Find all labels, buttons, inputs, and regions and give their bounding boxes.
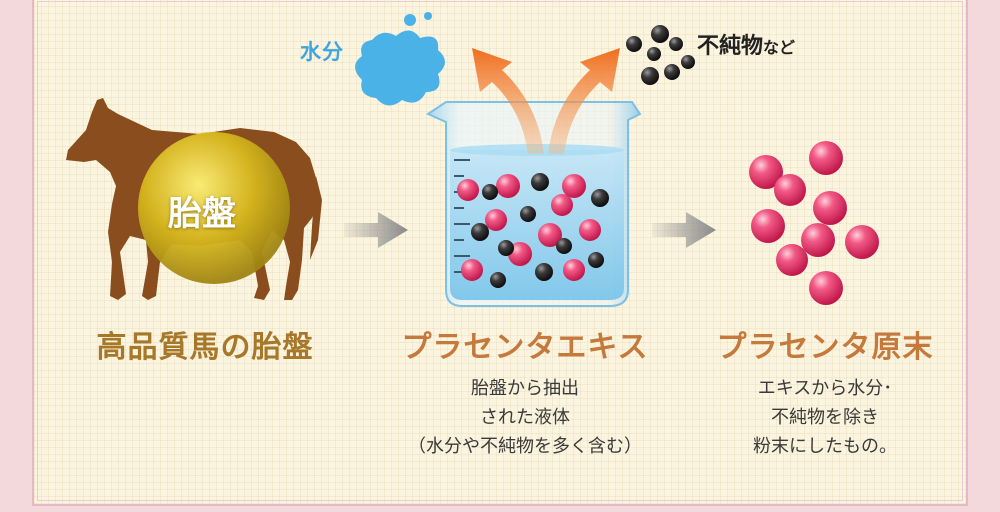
placenta-ball — [138, 132, 290, 284]
impurity-particles — [626, 25, 695, 85]
water-label: 水分 — [300, 40, 344, 64]
stage-heading-horse: 高品質馬の胎盤 — [96, 330, 314, 365]
beaker-icon — [425, 101, 642, 307]
description-line: 胎盤から抽出 — [471, 378, 579, 399]
stage-heading-extract: プラセンタエキス — [401, 330, 649, 365]
impurity-label-suffix: など — [763, 38, 796, 57]
panel-inner-border — [37, 1, 963, 501]
evaporation-arrow-icon — [548, 48, 620, 154]
description-line: （水分や不純物を多く含む） — [408, 436, 642, 457]
placenta-label: 胎盤 — [168, 194, 236, 234]
flow-arrow-icon — [344, 212, 408, 248]
water-splash-icon — [355, 12, 445, 106]
flow-arrow-icon — [652, 212, 716, 248]
description-line: 粉末にしたもの。 — [753, 436, 897, 457]
description-line: エキスから水分･ — [757, 378, 893, 399]
description-line: 不純物を除き — [771, 407, 879, 428]
evaporation-arrow-icon — [472, 48, 544, 154]
impurity-label: 不純物など — [697, 28, 795, 60]
stage-description-extract: 胎盤から抽出 された液体 （水分や不純物を多く含む） — [365, 374, 685, 461]
impurity-label-main: 不純物 — [697, 34, 764, 59]
stage-heading-powder: プラセンタ原末 — [716, 330, 934, 365]
description-line: された液体 — [480, 407, 570, 428]
stage-description-powder: エキスから水分･ 不純物を除き 粉末にしたもの。 — [660, 374, 990, 461]
powder-particles — [749, 141, 879, 305]
